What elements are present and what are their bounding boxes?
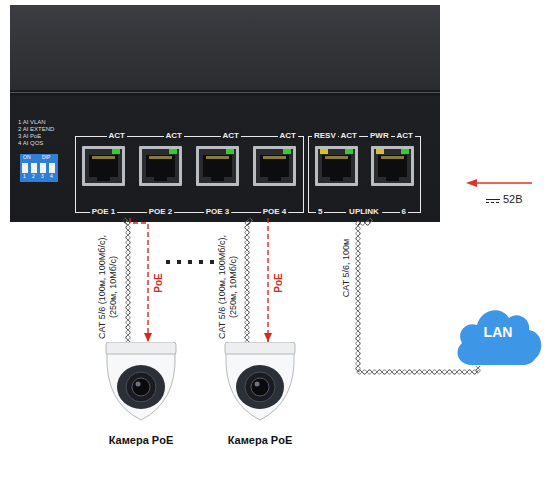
led-label: ACT [221,131,241,141]
poe-switch: 1 AI VLAN2 AI EXTEND3 AI PoE4 AI QOS ON DI… [10,5,440,222]
cable-strand [125,218,130,342]
poe-power-arrow [130,218,152,342]
ellipsis-dot [166,260,170,264]
rj45-jack [253,146,296,186]
port-label: POE 2 [147,207,175,217]
twisted-pair-cable [123,218,130,342]
poe-power-arrow [264,218,272,342]
poe-camera: Камера PoE [105,342,177,422]
rj45-port: ACT POE 4 [246,128,303,218]
rj45-jack [315,146,358,186]
led-label: ACT [107,131,127,141]
ellipsis-dot [210,260,214,264]
dip-label: DIP [42,155,50,161]
dip-number: 2 [32,174,35,180]
dip-function-label: 3 AI PoE [18,133,41,140]
cable-spec-label: CAT 5/6, 100м [341,218,352,318]
led-label: ACT [339,131,359,141]
network-label: LAN [452,324,544,340]
status-led [320,149,328,154]
cable-strand [356,218,480,374]
camera-mount [106,342,176,355]
port-number: 6 [400,207,408,217]
dip-function-label: 1 AI VLAN [18,119,46,126]
dome-camera-shape [105,342,177,422]
rj45-port: ACT POE 1 [75,128,132,218]
lens-highlight [255,382,260,387]
dc-symbol [486,199,500,200]
led-label: ACT [164,131,184,141]
camera-label: Камера PoE [71,434,211,447]
arrow-head [264,333,272,342]
power-arrow-head [466,179,477,187]
poe-label: PoE [153,263,165,303]
camera-lens [251,378,269,396]
camera-dome [236,365,284,409]
poe-line [267,218,268,342]
uplink-label: UPLINK [346,207,382,217]
poe-camera: Камера PoE [224,342,296,422]
dip-slot [49,163,55,173]
ellipsis-dot [177,260,181,264]
dip-on-label: ON [23,155,31,161]
dip-number: 3 [41,174,44,180]
led-label: PWR [368,131,391,141]
rj45-jack [82,146,125,186]
twisted-pair-cable [356,218,480,374]
rj45-port: RESVACT 5 [308,128,364,218]
led-label: ACT [278,131,298,141]
port-label: POE 4 [261,207,289,217]
port-number: 5 [316,207,324,217]
cable-strand [123,218,130,342]
rj45-port: PWR ACT 6 [364,128,420,218]
dip-slot [22,163,28,173]
dip-slot [31,163,37,173]
port-label: POE 3 [204,207,232,217]
camera-ir-ring [126,372,156,402]
camera-mount [225,342,295,355]
dip-number: 4 [50,174,53,180]
dc-symbol [486,202,500,203]
power-voltage: 52В [503,193,523,206]
poe-line [130,218,148,342]
cable-strand [245,218,252,342]
lan-cloud: LAN [452,298,544,366]
lens-highlight [136,382,141,387]
ellipsis-dot [188,260,192,264]
dip-function-label: 2 AI EXTEND [18,126,54,133]
rj45-port: ACT POE 3 [189,128,246,218]
camera-lens [132,378,150,396]
dip-function-label: 4 AI QOS [18,140,43,147]
rj45-jack [139,146,182,186]
cable-strand [356,218,480,374]
rj45-jack [196,146,239,186]
dip-slot [40,163,46,173]
camera-housing [107,354,175,420]
twisted-pair-cable [245,218,252,342]
dome-camera-shape [224,342,296,422]
status-led [376,149,384,154]
camera-dome [117,365,165,409]
camera-label: Камера PoE [190,434,330,447]
rj45-port: ACT POE 2 [132,128,189,218]
dip-switch [20,154,58,182]
camera-housing [226,354,294,420]
camera-ir-ring [245,372,275,402]
led-label: RESV [312,131,338,141]
arrow-head [144,333,152,342]
port-label: POE 1 [90,207,118,217]
switch-edge [10,92,440,93]
rj45-jack [371,146,414,186]
power-arrow [474,182,532,184]
dip-number: 1 [23,174,26,180]
ellipsis-dot [199,260,203,264]
poe-label: PoE [273,263,285,303]
led-label: ACT [395,131,415,141]
cable-spec-label: CAT 5/6 (100м, 100Мб/с), (250м, 10Мб/с) [97,226,119,348]
cable-spec-label: CAT 5/6 (100м, 100Мб/с), (250м, 10Мб/с) [217,226,239,348]
